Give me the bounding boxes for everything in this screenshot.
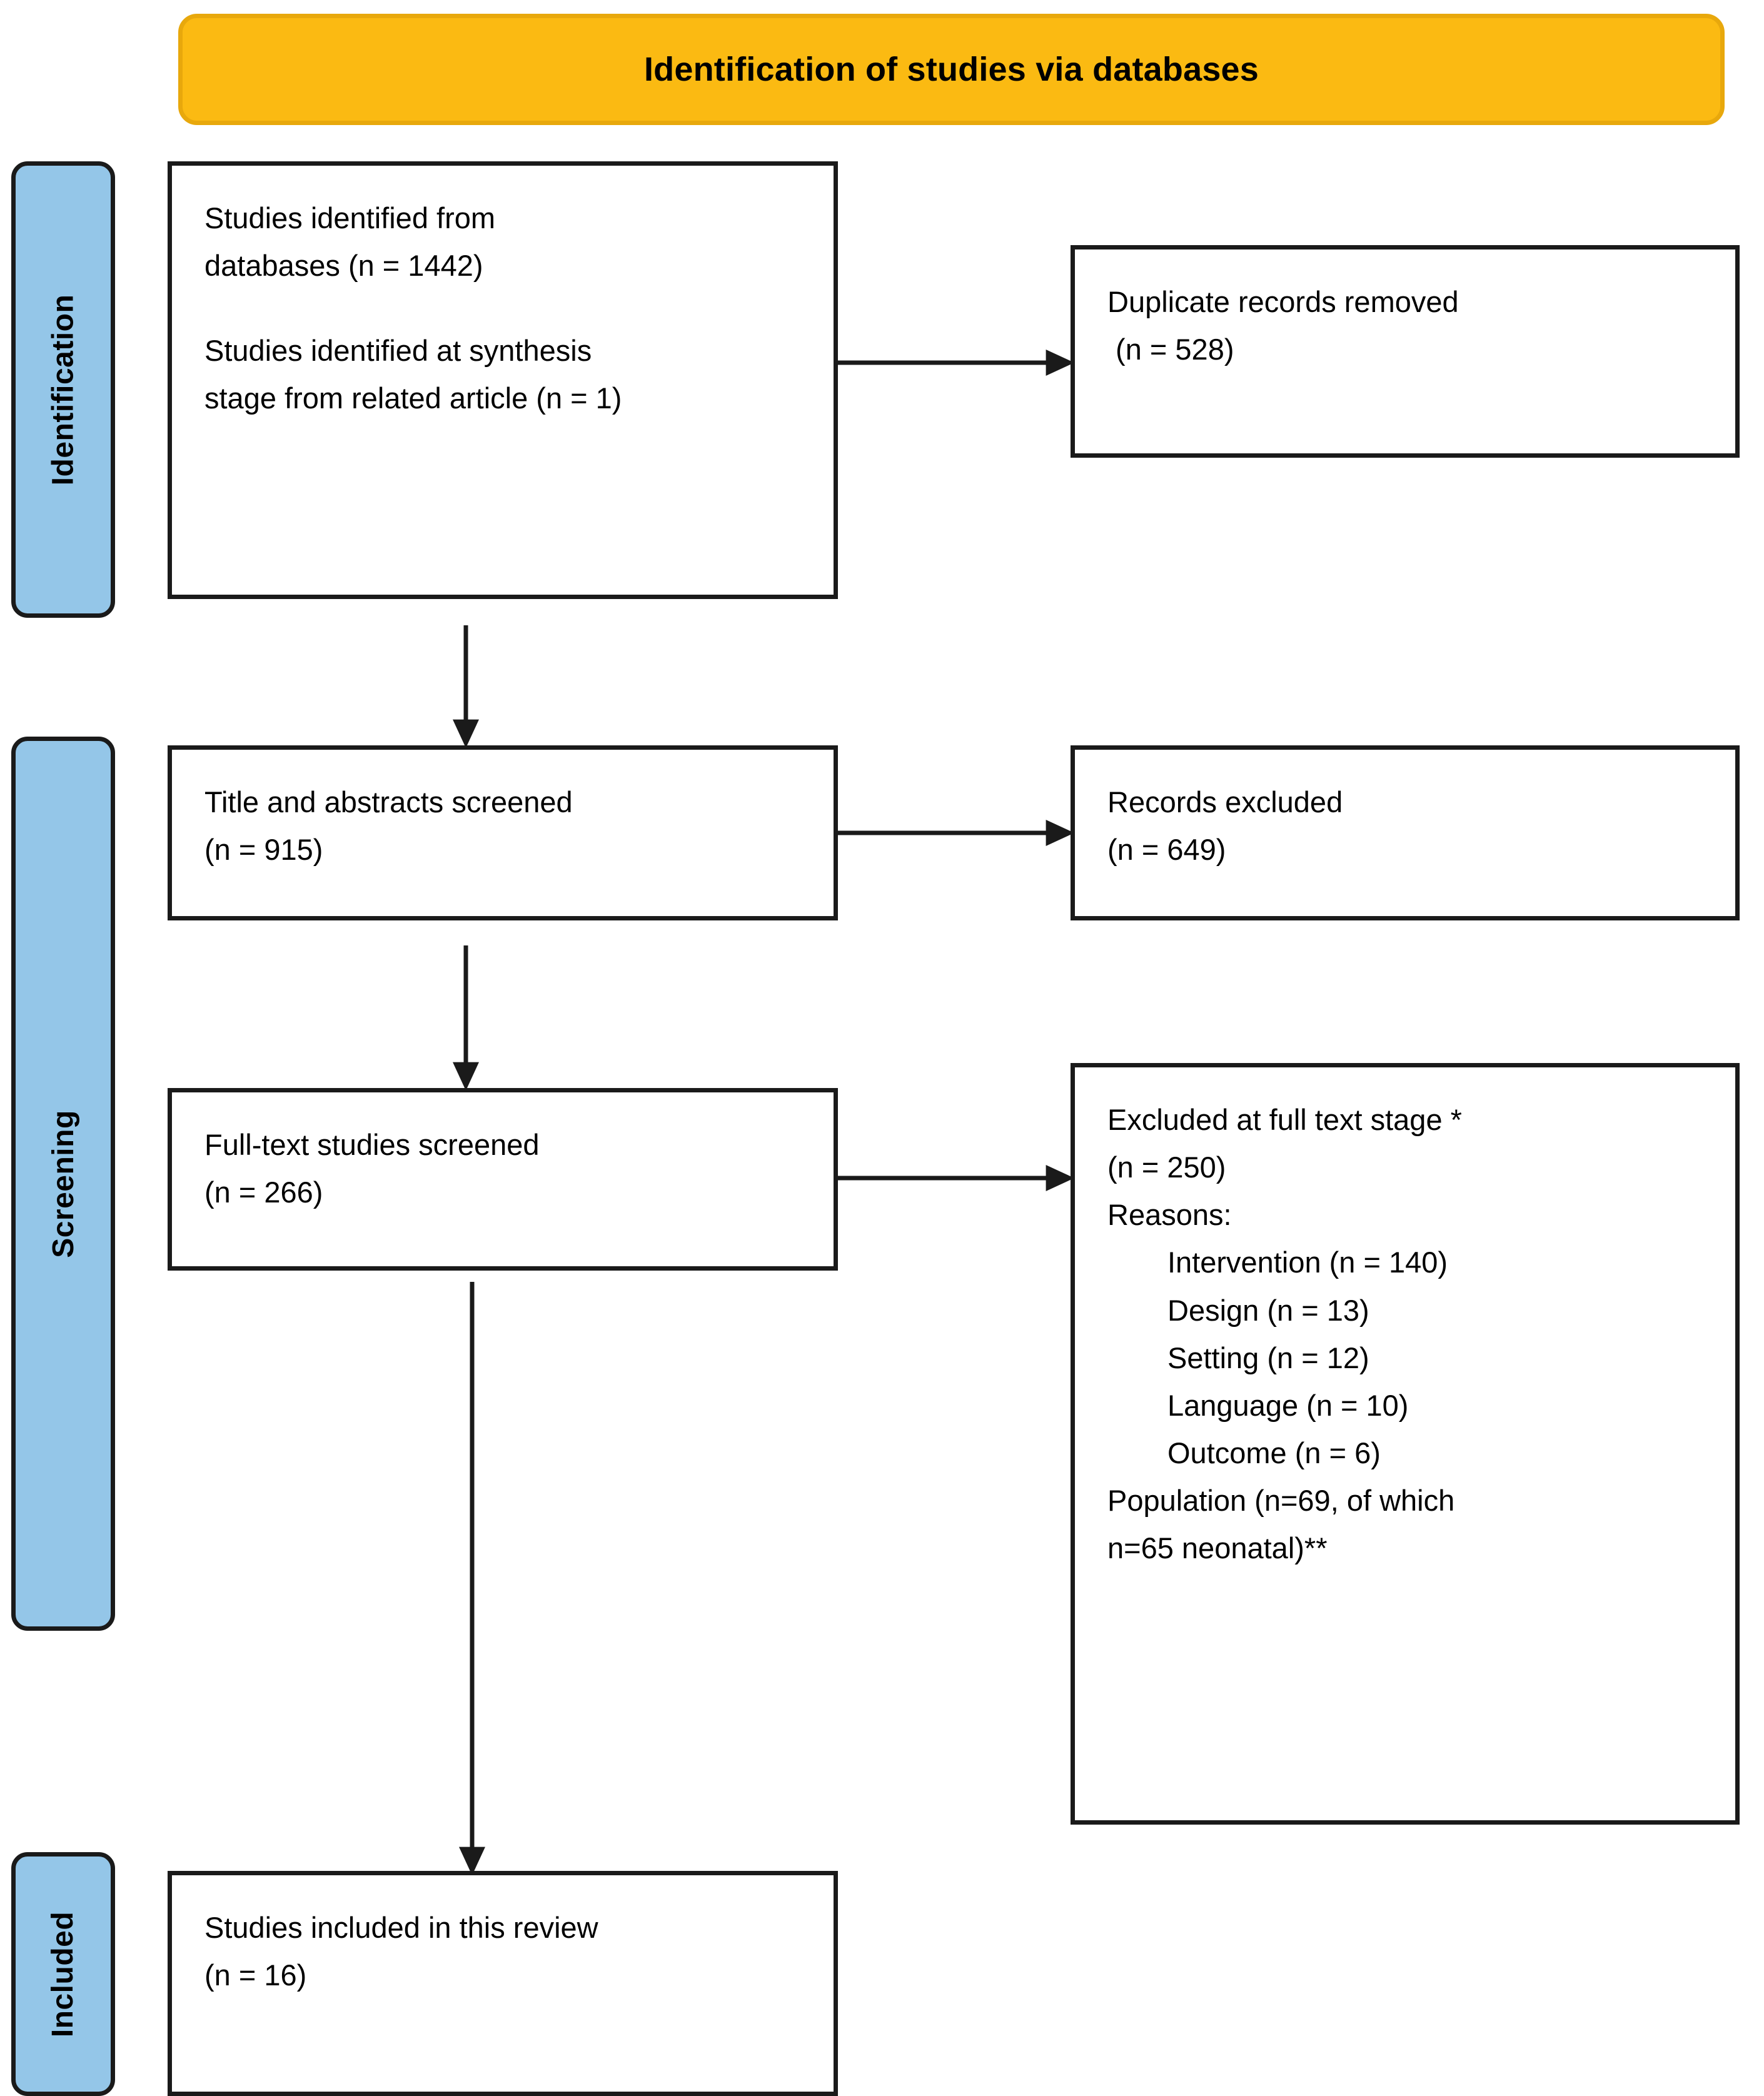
- box-line: stage from related article (n = 1): [204, 381, 622, 415]
- reason-item: Design (n = 13): [1167, 1293, 1369, 1327]
- box-line-spacer: [204, 290, 801, 327]
- box-records-excluded: Records excluded (n = 649): [1071, 745, 1740, 920]
- box-fulltext-studies-screened: Full-text studies screened (n = 266): [168, 1088, 838, 1271]
- stage-label-included: Included: [11, 1852, 115, 2096]
- box-line: (n = 915): [204, 833, 323, 867]
- box-line: Records excluded: [1107, 785, 1343, 819]
- box-line: (n = 649): [1107, 833, 1226, 867]
- box-line: (n = 16): [204, 1958, 307, 1992]
- stage-label-text: Included: [46, 1911, 80, 2037]
- page-title: Identification of studies via databases: [643, 51, 1259, 88]
- box-line: databases (n = 1442): [204, 249, 483, 283]
- stage-label-text: Identification: [46, 294, 80, 485]
- box-line: Duplicate records removed: [1107, 285, 1459, 318]
- stage-label-screening: Screening: [11, 737, 115, 1631]
- box-duplicate-records-removed: Duplicate records removed (n = 528): [1071, 245, 1740, 458]
- box-line: Full-text studies screened: [204, 1128, 540, 1161]
- diagram-header-banner: Identification of studies via databases: [178, 14, 1725, 125]
- reason-item-continuation: n=65 neonatal)**: [1107, 1531, 1328, 1565]
- box-line: (n = 266): [204, 1176, 323, 1209]
- stage-label-text: Screening: [46, 1109, 80, 1258]
- box-line: Studies identified from: [204, 201, 496, 234]
- box-line: (n = 528): [1107, 333, 1234, 366]
- stage-label-identification: Identification: [11, 161, 115, 618]
- box-studies-included: Studies included in this review (n = 16): [168, 1871, 838, 2096]
- box-line-count: (n = 250): [1107, 1151, 1226, 1184]
- reason-item: Language (n = 10): [1167, 1388, 1409, 1422]
- reason-item: Intervention (n = 140): [1167, 1246, 1448, 1279]
- box-line: Title and abstracts screened: [204, 785, 573, 819]
- box-studies-identified: Studies identified from databases (n = 1…: [168, 161, 838, 599]
- box-title-abstracts-screened: Title and abstracts screened (n = 915): [168, 745, 838, 920]
- reason-item: Outcome (n = 6): [1167, 1436, 1381, 1469]
- box-line-reasons-label: Reasons:: [1107, 1198, 1232, 1232]
- reason-item: Population (n=69, of which: [1107, 1484, 1455, 1517]
- box-line-header: Excluded at full text stage *: [1107, 1103, 1462, 1136]
- box-line: Studies identified at synthesis: [204, 334, 592, 368]
- reason-item: Setting (n = 12): [1167, 1341, 1369, 1374]
- box-line: Studies included in this review: [204, 1911, 598, 1944]
- box-excluded-at-full-text-stage: Excluded at full text stage * (n = 250) …: [1071, 1063, 1740, 1825]
